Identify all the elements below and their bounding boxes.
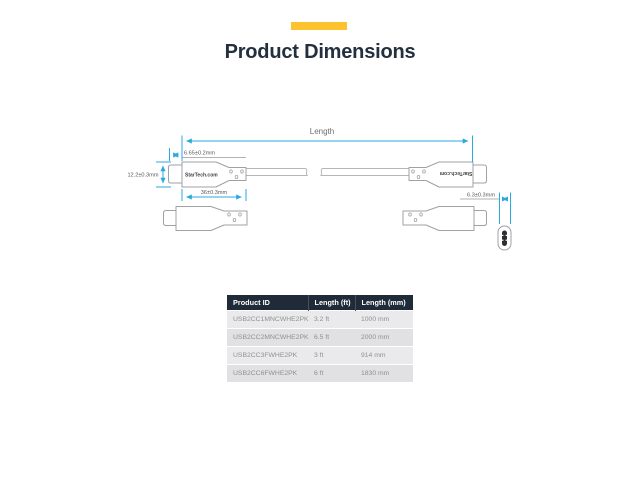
- table-row: USB2CC3FWHE2PK 3 ft 914 mm: [227, 346, 413, 365]
- usb-c-plug-side-left: [163, 210, 177, 226]
- dimension-plug-thickness: 6.3±0.3mm: [460, 192, 511, 224]
- cell-length-ft: 6 ft: [308, 364, 355, 382]
- connector-height-label: 12.2±0.3mm: [127, 173, 158, 179]
- plug-length-label: 6.65±0.2mm: [184, 151, 215, 157]
- usb-c-plug-right: [472, 164, 487, 184]
- dimension-plug-length: 6.65±0.2mm: [169, 148, 246, 161]
- cell-length-mm: 2000 mm: [355, 328, 413, 347]
- header-product-id: Product ID: [227, 295, 308, 311]
- cable-top-view: StarTech.com StarTech.com: [168, 161, 487, 188]
- cable-segment-left: [245, 168, 308, 176]
- page-title: Product Dimensions: [224, 41, 416, 63]
- usb-c-front-view: [497, 225, 512, 251]
- table-header-row: Product ID Length (ft) Length (mm): [227, 295, 413, 311]
- cell-product-id: USB2CC6FWHE2PK: [227, 364, 308, 382]
- dimension-length: Length: [181, 127, 473, 162]
- usb-c-plug-side-right: [473, 210, 487, 226]
- cable-side-views: [163, 206, 512, 251]
- usb-c-connector-side-right-body: [402, 206, 475, 231]
- cable-dimensions-diagram: StarTech.com StarTech.com: [127, 127, 512, 251]
- cell-length-ft: 3 ft: [308, 346, 355, 365]
- cell-product-id: USB2CC2MNCWHE2PK: [227, 328, 309, 347]
- connector-length-label: 36±0.3mm: [201, 190, 228, 196]
- brand-label-left: StarTech.com: [185, 173, 218, 179]
- header-length-ft: Length (ft): [307, 295, 355, 311]
- dimension-connector-length: 36±0.3mm: [181, 189, 247, 201]
- mold-dots-side-left: [227, 212, 242, 222]
- cable-segment-right: [320, 168, 411, 176]
- cell-length-ft: 3.2 ft: [308, 310, 355, 329]
- mold-dots-right: [411, 169, 426, 179]
- header-length-mm: Length (mm): [354, 295, 413, 311]
- table-row: USB2CC2MNCWHE2PK 6.5 ft 2000 mm: [227, 328, 413, 347]
- plug-thickness-label: 6.3±0.3mm: [467, 193, 495, 199]
- mold-dots-left: [229, 169, 244, 179]
- cell-length-ft: 6.5 ft: [308, 328, 355, 347]
- product-dimensions-table: Product ID Length (ft) Length (mm) USB2C…: [227, 295, 413, 382]
- usb-c-connector-side-left-body: [175, 206, 248, 231]
- usb-c-connector-right-body: [408, 161, 474, 188]
- table-row: USB2CC1MNCWHE2PK 3.2 ft 1000 mm: [227, 310, 413, 329]
- cell-product-id: USB2CC1MNCWHE2PK: [227, 310, 309, 329]
- usb-c-connector-left-body: [181, 161, 247, 188]
- length-label: Length: [310, 127, 334, 136]
- cell-length-mm: 1830 mm: [355, 364, 413, 382]
- usb-c-plug-left: [168, 164, 183, 184]
- mold-dots-side-right: [408, 212, 423, 222]
- cell-length-mm: 914 mm: [355, 346, 413, 365]
- cell-length-mm: 1000 mm: [355, 310, 413, 329]
- brand-label-right: StarTech.com: [439, 170, 472, 176]
- table-row: USB2CC6FWHE2PK 6 ft 1830 mm: [227, 364, 413, 382]
- cell-product-id: USB2CC3FWHE2PK: [227, 346, 308, 365]
- accent-bar: [291, 22, 347, 30]
- dimension-connector-height: 12.2±0.3mm: [127, 161, 171, 188]
